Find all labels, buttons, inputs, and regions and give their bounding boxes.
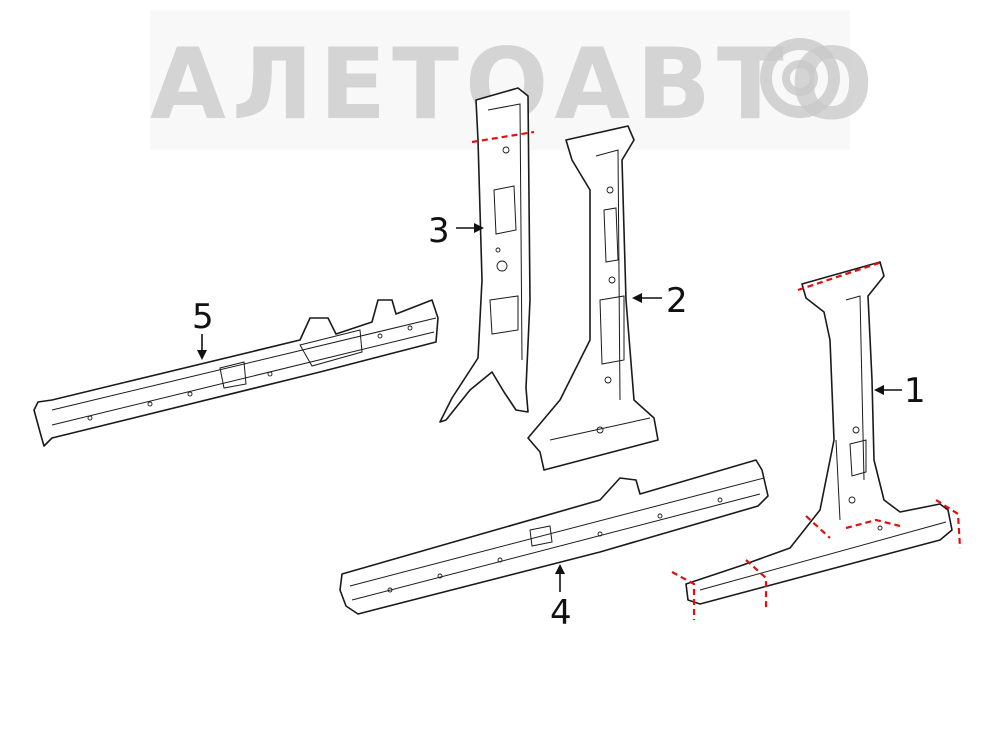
mounting-holes bbox=[87, 325, 413, 421]
callout-5: 5 bbox=[192, 297, 214, 360]
part-5-rocker-panel bbox=[33, 299, 439, 447]
watermark-logo: АЛЕТОАВТО bbox=[150, 10, 873, 150]
gear-icon bbox=[760, 38, 840, 118]
mounting-holes bbox=[387, 497, 723, 593]
callout-3-label: 3 bbox=[428, 211, 450, 251]
part-4-inner-sill bbox=[339, 459, 769, 615]
part-1-outer-pillar bbox=[671, 260, 962, 620]
callout-2-label: 2 bbox=[666, 281, 688, 321]
callout-4: 4 bbox=[550, 564, 572, 633]
callout-1: 1 bbox=[874, 371, 926, 411]
part-2-pillar-reinforcement bbox=[527, 125, 659, 471]
callout-1-label: 1 bbox=[904, 371, 926, 411]
callout-3: 3 bbox=[428, 211, 484, 251]
cut-lines bbox=[671, 260, 962, 620]
callout-5-label: 5 bbox=[192, 297, 214, 337]
part-3-inner-pillar bbox=[439, 87, 535, 423]
callout-2: 2 bbox=[632, 281, 688, 321]
cut-line bbox=[471, 130, 535, 144]
callout-4-label: 4 bbox=[550, 593, 572, 633]
